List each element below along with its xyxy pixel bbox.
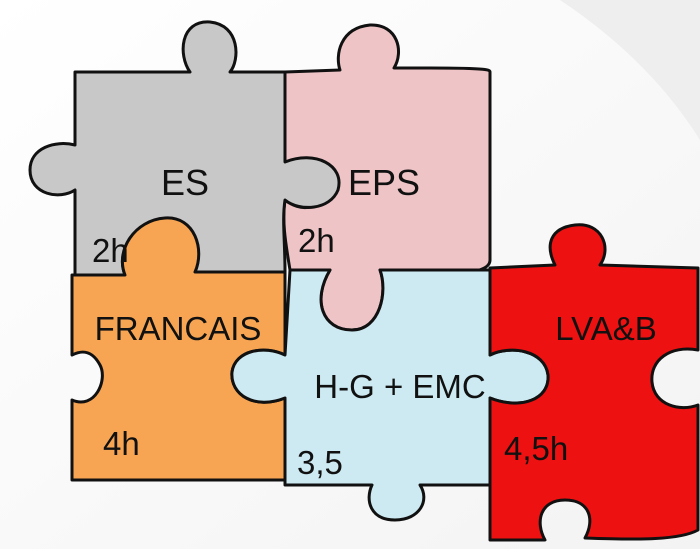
francais-hours: 4h [103,425,140,462]
puzzle-piece-lva [488,223,700,542]
lva-hours: 4,5h [504,430,568,467]
es-hours: 2h [92,232,129,269]
es-label: ES [161,162,209,203]
eps-label: EPS [348,162,420,203]
hg-hours: 3,5 [297,444,343,481]
lva-label: LVA&B [555,310,657,347]
puzzle-piece-es [28,20,341,277]
hg-label: H-G + EMC [314,368,485,405]
eps-hours: 2h [298,222,335,259]
background-swoosh [560,0,700,140]
francais-label: FRANCAIS [95,310,262,347]
